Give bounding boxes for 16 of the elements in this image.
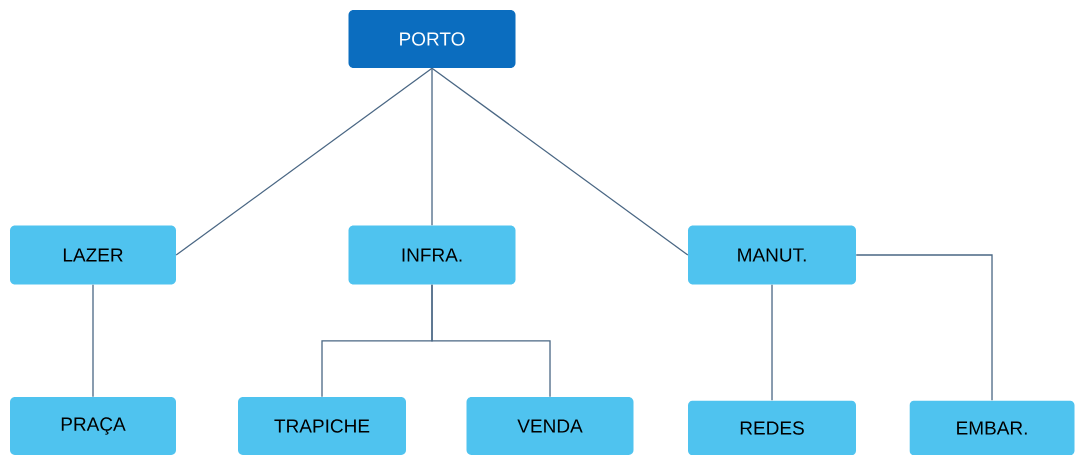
root-box: PORTO xyxy=(348,10,516,68)
connector-line xyxy=(175,67,433,256)
connector-line xyxy=(431,67,689,256)
process-box: TRAPICHE xyxy=(238,397,406,455)
process-box: REDES xyxy=(688,400,856,455)
process-box: PRAÇA xyxy=(10,397,176,455)
connector-line xyxy=(855,254,993,401)
connector-line xyxy=(431,284,551,398)
connector-line xyxy=(771,284,773,401)
process-box: MANUT. xyxy=(688,225,856,285)
process-box: EMBAR. xyxy=(909,400,1075,455)
process-box: LAZER xyxy=(10,225,176,285)
connector-line xyxy=(92,284,94,398)
process-box: INFRA. xyxy=(348,225,516,285)
connector-line xyxy=(431,67,433,226)
process-box: VENDA xyxy=(466,397,634,455)
